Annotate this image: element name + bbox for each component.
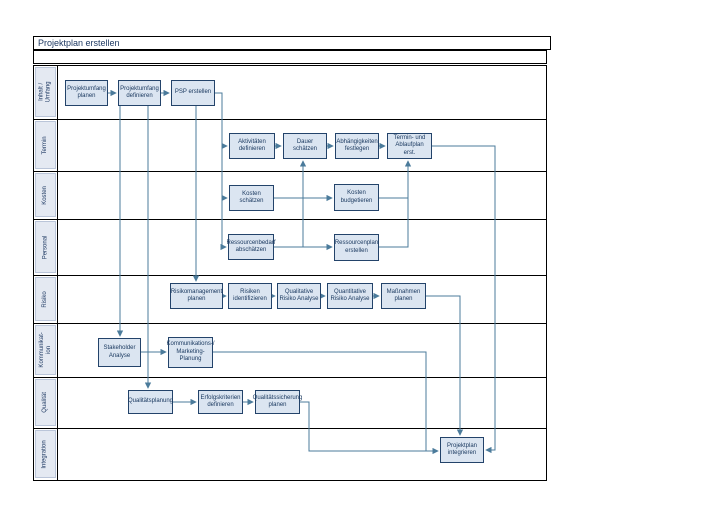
subtitle-band (33, 50, 547, 64)
node-psp-erstellen[interactable]: PSP erstellen (171, 80, 215, 106)
node-label: Aktivitäten definieren (238, 138, 266, 153)
lane-kommunikation: Kommunikat- ion (35, 325, 56, 375)
title-bar: Projektplan erstellen (33, 36, 551, 50)
node-qualitative-risiko-analyse[interactable]: Qualitative Risiko Analyse (277, 283, 321, 309)
node-ressourcenplan-erstellen[interactable]: Ressourcenplan erstellen (334, 234, 379, 261)
node-label: Kosten budgetieren (340, 190, 373, 204)
lane-label: Inhalt / Umfang (38, 81, 52, 103)
node-quantitative-risiko-analyse[interactable]: Quantitative Risiko Analyse (327, 283, 373, 309)
node-label: Dauer schätzen (292, 138, 317, 153)
lane-qualitaet: Qualität (35, 379, 56, 426)
lane-risiko: Risiko (35, 277, 56, 321)
node-projektumfang-planen[interactable]: Projektumfang planen (65, 80, 108, 106)
node-label: Ressourcenplan erstellen (334, 240, 379, 254)
node-label: Risikomanagement planen (170, 288, 223, 303)
lane-kosten: Kosten (35, 173, 56, 217)
node-label: Projektumfang planen (67, 85, 106, 100)
node-label: Qualitätsplanung (127, 398, 174, 405)
node-stakeholder-analyse[interactable]: Stakeholder Analyse (98, 338, 141, 367)
node-aktivitaeten-definieren[interactable]: Aktivitäten definieren (229, 133, 275, 159)
lane-divider (33, 323, 547, 324)
lane-label: Kosten (42, 185, 49, 205)
node-label: Kosten schätzen (239, 190, 264, 205)
lane-divider (33, 119, 547, 120)
lane-label: Integration (42, 439, 49, 469)
lane-termin: Termin (35, 121, 56, 169)
node-label: PSP erstellen (174, 89, 212, 96)
node-label: Qualitätssicherung planen (252, 394, 303, 409)
node-kosten-budgetieren[interactable]: Kosten budgetieren (334, 184, 379, 211)
node-kommunikations-marketing-planung[interactable]: Kommunikations-/ Marketing- Planung (166, 337, 215, 368)
node-qualitaetssicherung-planen[interactable]: Qualitätssicherung planen (252, 390, 303, 414)
lane-divider (33, 219, 547, 220)
node-label: Termin- und Ablaufplan erst. (393, 134, 426, 156)
node-label: Maßnahmen planen (386, 288, 421, 303)
lane-personal: Personal (35, 221, 56, 273)
node-risikomanagement-planen[interactable]: Risikomanagement planen (170, 283, 223, 309)
lane-label: Personal (42, 235, 49, 259)
node-kosten-schaetzen[interactable]: Kosten schätzen (229, 185, 274, 211)
node-erfolgskriterien-definieren[interactable]: Erfolgskriterien definieren (198, 390, 243, 414)
lane-integration: Integration (35, 430, 56, 478)
node-massnahmen-planen[interactable]: Maßnahmen planen (381, 283, 426, 309)
node-abhaengigkeiten-festlegen[interactable]: Abhängigkeiten festlegen (335, 133, 379, 159)
node-label: Kommunikations-/ Marketing- Planung (166, 341, 215, 363)
lane-inhalt-umfang: Inhalt / Umfang (35, 67, 56, 117)
node-label: Risiken identifizieren (233, 288, 267, 303)
node-qualitaetsplanung[interactable]: Qualitätsplanung (128, 390, 173, 414)
lane-label: Risiko (42, 290, 49, 308)
lane-label: Termin (42, 135, 49, 155)
node-label: Stakeholder Analyse (103, 345, 136, 359)
node-projektumfang-definieren[interactable]: Projektumfang definieren (118, 80, 161, 106)
page-title: Projektplan erstellen (38, 38, 120, 48)
node-label: Projektplan integrieren (446, 442, 478, 457)
node-label: Ressourcenbedarf abschätzen (226, 239, 276, 254)
node-termin-ablaufplan[interactable]: Termin- und Ablaufplan erst. (387, 133, 432, 159)
label-column-divider (57, 65, 58, 480)
lane-divider (33, 428, 547, 429)
node-label: Projektumfang definieren (120, 85, 159, 100)
node-risiken-identifizieren[interactable]: Risiken identifizieren (228, 283, 272, 309)
node-label: Erfolgskriterien definieren (200, 394, 241, 409)
lane-divider (33, 171, 547, 172)
lane-divider (33, 275, 547, 276)
node-ressourcenbedarf-abschaetzen[interactable]: Ressourcenbedarf abschätzen (226, 234, 276, 260)
lane-label: Qualität (42, 392, 49, 413)
node-dauer-schaetzen[interactable]: Dauer schätzen (283, 133, 327, 159)
swimlane-table (33, 65, 547, 481)
lane-divider (33, 377, 547, 378)
node-label: Qualitative Risiko Analyse (279, 288, 319, 303)
node-label: Quantitative Risiko Analyse (330, 288, 370, 303)
lane-label: Kommunikat- ion (38, 332, 52, 368)
node-projektplan-integrieren[interactable]: Projektplan integrieren (440, 437, 484, 463)
node-label: Abhängigkeiten festlegen (336, 138, 378, 153)
